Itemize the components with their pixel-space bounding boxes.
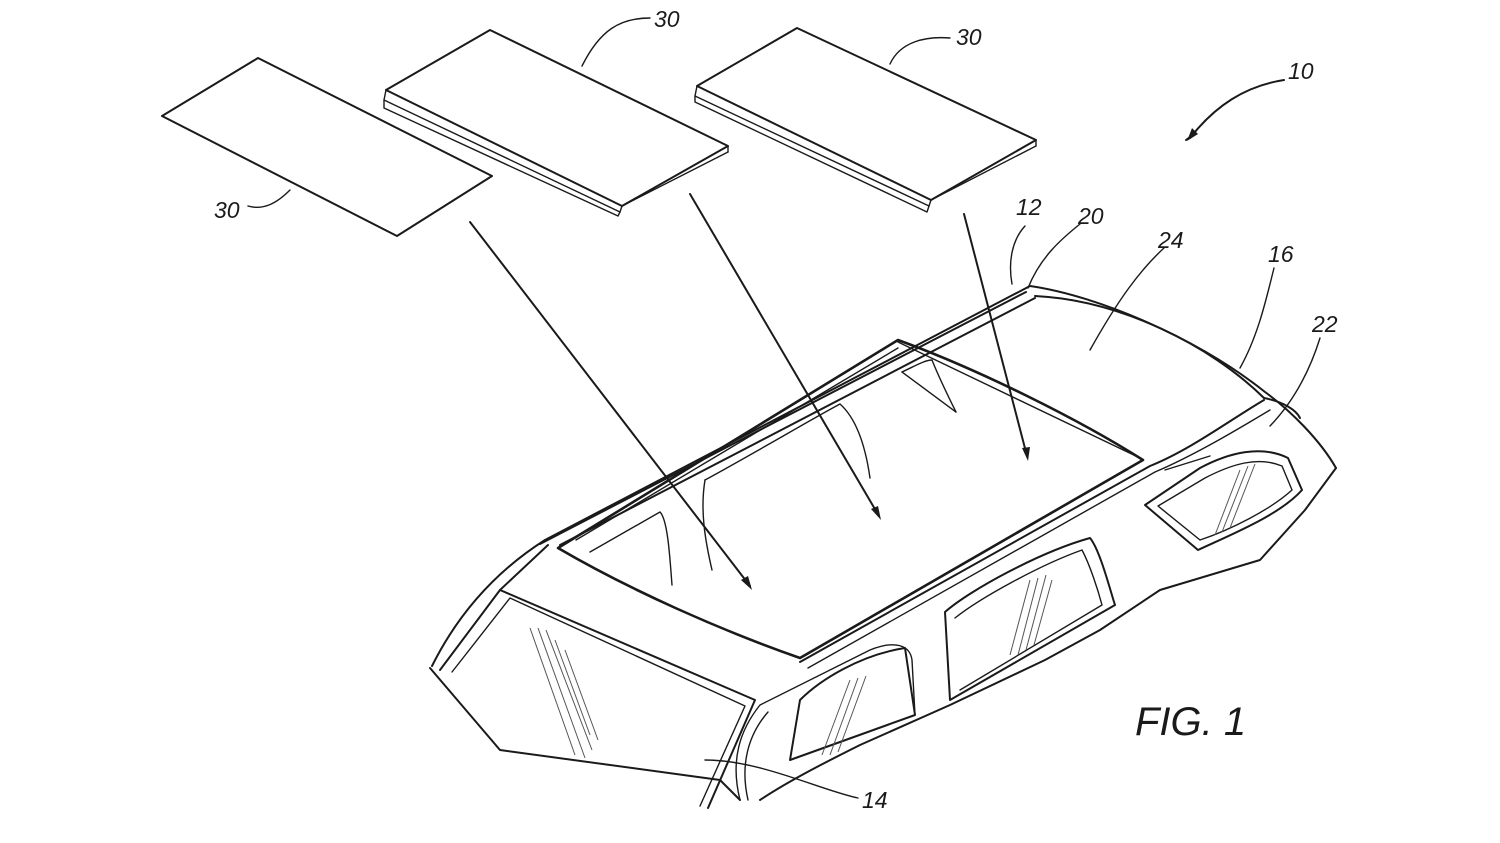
- label-assembly-10: 10: [1288, 58, 1314, 84]
- panel-30-middle: [383, 29, 729, 217]
- reference-labels: 30 30 30 10 12 20 24 16 22 14 FIG. 1: [214, 6, 1338, 813]
- assembly-arrows: [469, 79, 1285, 590]
- panel-30-right: [694, 27, 1037, 213]
- vehicle-body: [429, 285, 1337, 809]
- label-panel-30-c: 30: [956, 24, 982, 50]
- panel-30-flat: [161, 57, 493, 237]
- figure-caption: FIG. 1: [1135, 700, 1246, 744]
- label-rear-22: 22: [1311, 311, 1338, 337]
- label-panel-30-a: 30: [214, 197, 240, 223]
- label-window-14: 14: [862, 787, 888, 813]
- label-roof-24: 24: [1157, 227, 1184, 253]
- label-panel-30-b: 30: [654, 6, 680, 32]
- glass-hatching: [529, 463, 1256, 759]
- label-edge-16: 16: [1268, 241, 1294, 267]
- label-body-12: 12: [1016, 194, 1042, 220]
- label-rail-20: 20: [1077, 203, 1104, 229]
- leader-lines: [247, 17, 1321, 799]
